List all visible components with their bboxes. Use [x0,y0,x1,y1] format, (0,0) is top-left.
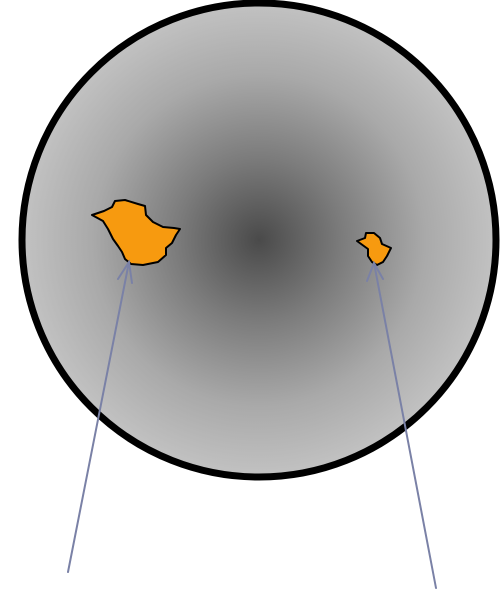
solar-disk [22,3,496,477]
